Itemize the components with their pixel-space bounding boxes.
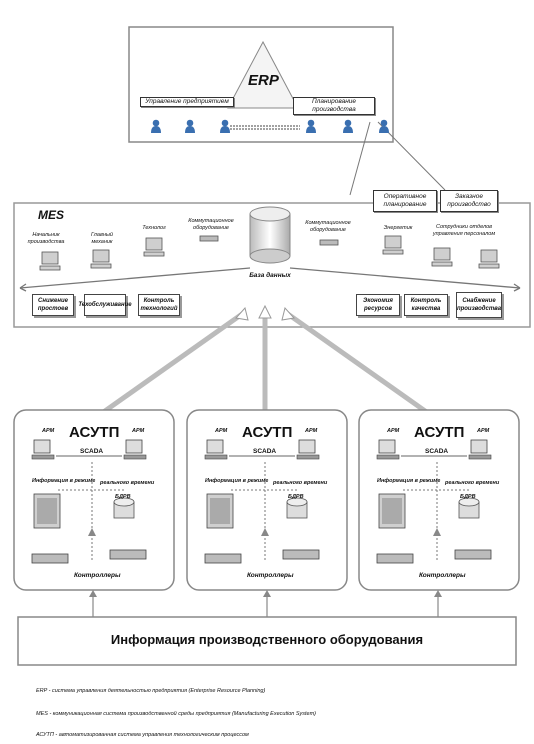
- legend-asutp: АСУТП - автоматизированная система управ…: [36, 732, 249, 738]
- mes-node-label: Начальник производства: [27, 232, 65, 245]
- mes-node-label: Сотрудники отделов управления персоналом: [432, 224, 496, 237]
- legend-mes: MES - коммуникационная система производс…: [36, 711, 317, 717]
- scada-label: SCADA: [425, 448, 449, 455]
- arm-label-left: АРМ: [387, 428, 400, 434]
- order-production-box: Заказное производство: [440, 190, 498, 212]
- person-icon: [305, 119, 317, 133]
- arm-label-left: АРМ: [42, 428, 55, 434]
- person-icon: [219, 119, 231, 133]
- mes-node-label: Коммутационное оборудование: [188, 218, 234, 231]
- person-icon: [150, 119, 162, 133]
- info-mode-label: Информация в режиме: [377, 478, 441, 484]
- erp-planning-label: Планирование производства: [293, 97, 375, 115]
- controllers-label: Контроллеры: [419, 572, 466, 579]
- realtime-label: реального времени: [445, 480, 500, 486]
- controllers-label: Контроллеры: [74, 572, 121, 579]
- mes-title: MES: [38, 208, 65, 222]
- realtime-label: реального времени: [273, 480, 328, 486]
- database-label: База данных: [249, 272, 291, 279]
- bdrv-label: БДРВ: [460, 494, 476, 500]
- legend-erp: ERP - система управления деятельностью п…: [36, 688, 266, 694]
- mes-node-label: Технолог: [142, 225, 166, 231]
- person-icon: [184, 119, 196, 133]
- database-icon: [249, 206, 291, 264]
- scada-label: SCADA: [80, 448, 104, 455]
- erp-management-label: Управление предприятием: [140, 97, 234, 107]
- person-icon: [378, 119, 390, 133]
- arm-label-right: АРМ: [305, 428, 318, 434]
- controllers-label: Контроллеры: [247, 572, 294, 579]
- asutp-graphics-3: [376, 439, 492, 564]
- arm-label-right: АРМ: [132, 428, 145, 434]
- mes-node-label: Коммутационное оборудование: [305, 220, 351, 233]
- operative-planning-box: Оперативное планирование: [373, 190, 437, 212]
- info-mode-label: Информация в режиме: [32, 478, 96, 484]
- kpi-resources: Экономия ресурсов: [356, 294, 400, 316]
- kpi-quality: Контроль качества: [404, 294, 448, 316]
- mes-node-label: Энергетик: [383, 225, 413, 231]
- erp-title: ERP: [248, 72, 279, 89]
- asutp-title: АСУТП: [414, 424, 465, 441]
- info-mode-label: Информация в режиме: [205, 478, 269, 484]
- scada-label: SCADA: [253, 448, 277, 455]
- asutp-graphics-1: [31, 439, 147, 564]
- asutp-title: АСУТП: [69, 424, 120, 441]
- asutp-graphics-2: [204, 439, 320, 564]
- kpi-maintenance: Техобслуживание: [78, 294, 132, 316]
- asutp-title: АСУТП: [242, 424, 293, 441]
- arm-label-right: АРМ: [477, 428, 490, 434]
- equipment-label: Информация производственного оборудовани…: [110, 632, 424, 647]
- person-icon: [342, 119, 354, 133]
- bdrv-label: БДРВ: [115, 494, 131, 500]
- realtime-label: реального времени: [100, 480, 155, 486]
- kpi-supply: Снабжение производства: [456, 292, 502, 318]
- bdrv-label: БДРВ: [288, 494, 304, 500]
- equipment-frame: [17, 616, 517, 666]
- kpi-downtime: Снижение простоев: [32, 294, 74, 316]
- kpi-tech-control: Контроль технологий: [138, 294, 180, 316]
- arm-label-left: АРМ: [215, 428, 228, 434]
- mes-node-label: Главный механик: [91, 232, 113, 245]
